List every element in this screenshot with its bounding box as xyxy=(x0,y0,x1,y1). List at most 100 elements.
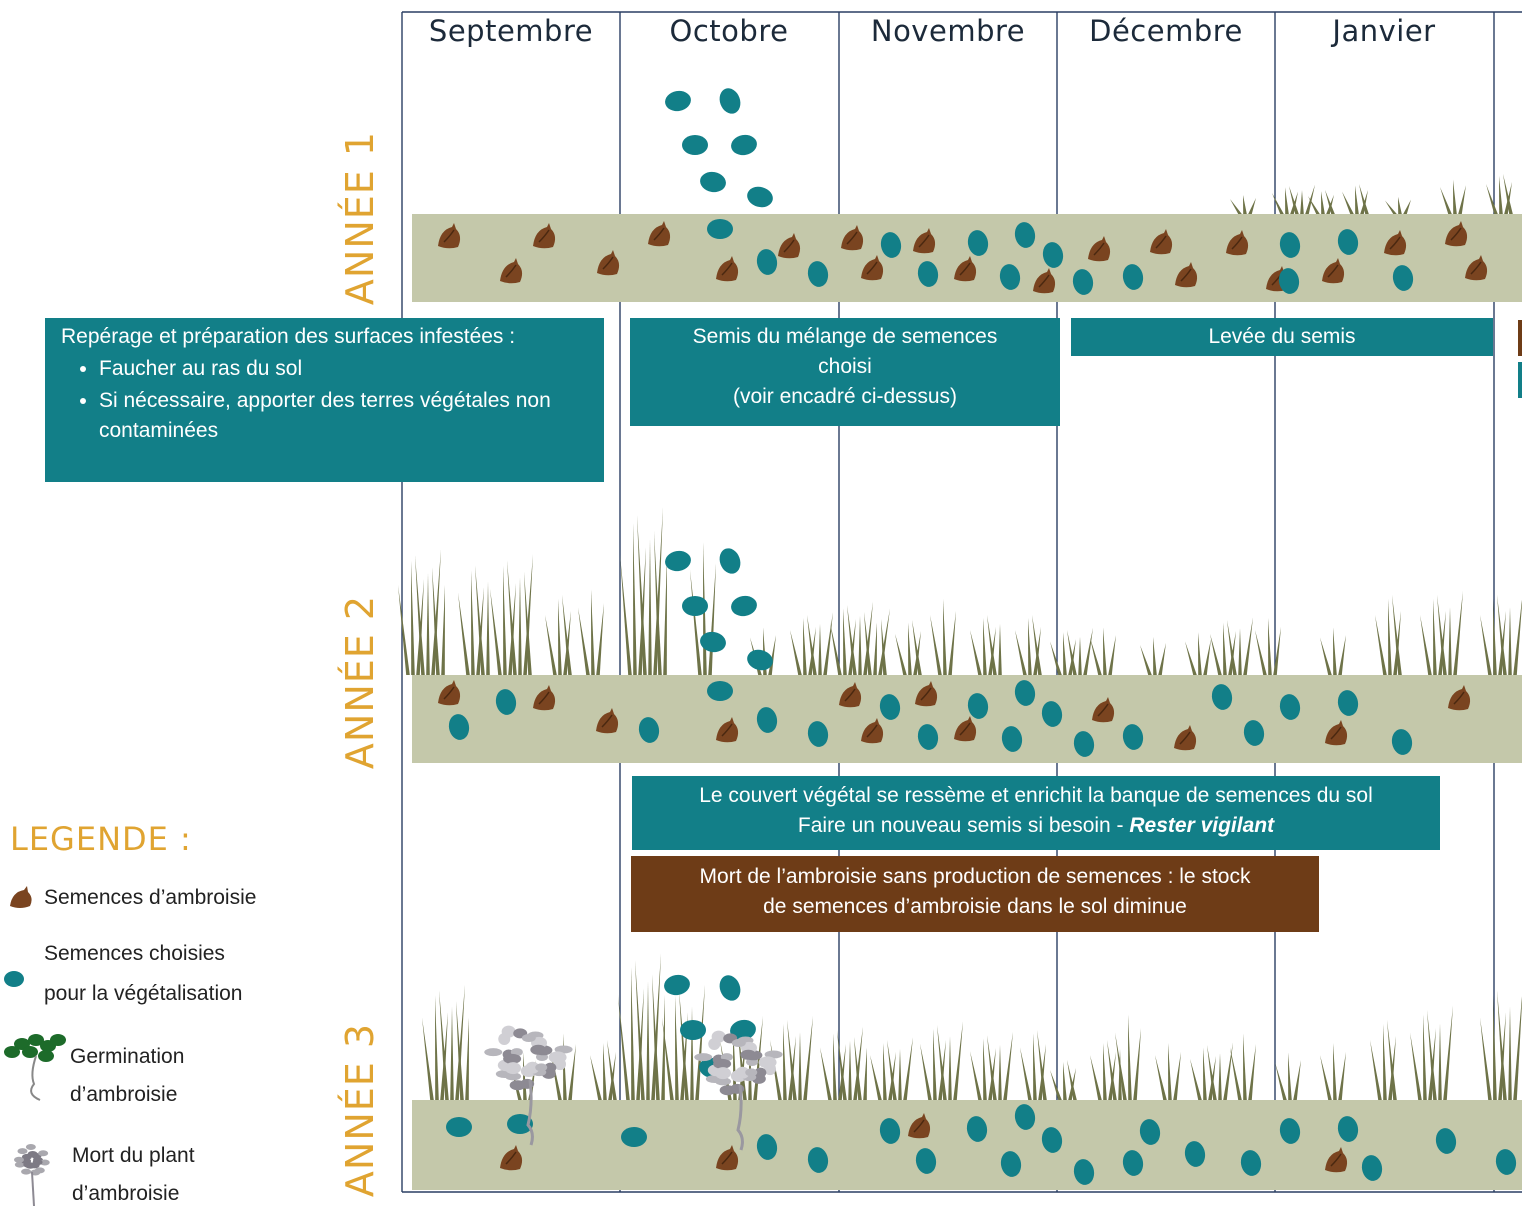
grass-tuft xyxy=(1140,645,1152,675)
chosen-seed xyxy=(1122,264,1144,290)
chosen-seed xyxy=(1014,1104,1036,1130)
legend-dead-plant-2: d’ambroisie xyxy=(72,1182,180,1205)
year-label-3: ANNÉE 3 xyxy=(338,1022,382,1198)
dead-ambrosia-plant xyxy=(694,1030,783,1151)
grass-tuft xyxy=(720,1040,732,1100)
dead-leaf xyxy=(708,1038,721,1051)
grass-tuft xyxy=(1185,641,1197,675)
couvert-line-1: Le couvert végétal se ressème et enrichi… xyxy=(699,784,1373,807)
ambrosia-seed-vein xyxy=(866,724,878,738)
grass-tuft xyxy=(1275,1062,1287,1100)
year-label-2: ANNÉE 2 xyxy=(338,594,382,770)
grass-tuft xyxy=(503,565,507,675)
grass-tuft xyxy=(908,622,912,675)
dead-leaf xyxy=(505,1072,522,1081)
grass-tuft xyxy=(848,1040,852,1100)
grass-tuft xyxy=(1480,1017,1492,1100)
grass-tuft xyxy=(607,1040,617,1100)
dead-leaf xyxy=(740,1049,757,1060)
chosen-seed xyxy=(807,721,829,747)
grass-tuft xyxy=(1383,1024,1387,1100)
chosen-seed xyxy=(1337,229,1359,255)
ambrosia-seed-vein xyxy=(1180,268,1192,282)
grass-tuft xyxy=(431,549,441,675)
grass-tuft xyxy=(1155,1055,1167,1100)
semis-box: Semis du mélange de semences choisi (voi… xyxy=(630,318,1060,426)
grass-tuft xyxy=(833,1033,837,1100)
chosen-seed xyxy=(966,1116,988,1142)
chosen-seed xyxy=(731,134,757,156)
grass-tuft xyxy=(998,1044,1002,1100)
grass-tuft xyxy=(1255,630,1267,675)
grass-tuft xyxy=(1050,641,1062,675)
grass-tuft xyxy=(603,1043,607,1100)
preparation-list: Faucher au ras du sol Si nécessaire, app… xyxy=(61,354,592,446)
dead-leaf xyxy=(754,1067,767,1078)
soil-bands xyxy=(412,214,1522,1190)
grass-tuft xyxy=(1243,1033,1247,1100)
grass-tuft xyxy=(591,589,595,675)
grass-tuft xyxy=(486,581,490,675)
grass-tuft xyxy=(883,1043,887,1100)
grass-tuft xyxy=(663,555,667,675)
grass-tuft xyxy=(1300,190,1304,214)
semis-text: Semis du mélange de semences choisi xyxy=(692,325,998,378)
chosen-seed xyxy=(1073,731,1095,757)
chosen-seed xyxy=(1279,694,1301,720)
grass-tuft xyxy=(1497,595,1507,675)
grass-tuft xyxy=(620,555,632,675)
grass-tuft xyxy=(422,1017,434,1100)
grass-tuft xyxy=(1230,199,1242,214)
ambrosia-seed-vein xyxy=(505,264,517,278)
germination-leaf xyxy=(38,1050,54,1062)
chosen-seed xyxy=(495,689,517,715)
grass-tuft xyxy=(1020,1047,1032,1100)
grass-tuft xyxy=(507,560,517,675)
chosen-seed xyxy=(730,1019,756,1041)
grass-tuft xyxy=(987,615,997,675)
grass-tuft xyxy=(933,1028,937,1100)
preparation-box: Repérage et préparation des surfaces inf… xyxy=(45,318,604,482)
chosen-seed xyxy=(1279,1118,1301,1144)
grass-tuft xyxy=(1375,615,1387,675)
grass-tuft xyxy=(1359,184,1369,214)
grass-tuft xyxy=(803,1016,813,1100)
grass-tuft xyxy=(898,1049,902,1100)
grass-tuft xyxy=(1508,1006,1512,1100)
grass-tuft xyxy=(1083,627,1093,675)
grass-tuft xyxy=(654,531,662,675)
ambrosia-seed-vein xyxy=(1470,261,1482,275)
ambrosia-seed-vein xyxy=(443,686,455,700)
grass-tuft xyxy=(1243,617,1253,675)
grass-tuft xyxy=(1230,1047,1242,1100)
ambrosia-seed-vein xyxy=(1389,236,1401,250)
grass-tuft xyxy=(651,953,661,1100)
grass-tuft xyxy=(858,615,862,675)
legend-dead-plant-icon xyxy=(14,1144,50,1207)
grass-tuft xyxy=(913,631,921,675)
grass-tuft xyxy=(1326,194,1334,214)
grass-tuft xyxy=(787,1020,797,1100)
grass-tuft xyxy=(1115,1032,1127,1100)
ambrosia-seed-vein xyxy=(866,261,878,275)
grass-tuft xyxy=(1032,615,1042,675)
grass-tuft xyxy=(848,619,856,675)
chosen-seed xyxy=(1139,1119,1161,1145)
grass-tuft xyxy=(596,603,604,675)
chosen-seed xyxy=(807,261,829,287)
grass-tuft xyxy=(661,995,665,1100)
chosen-seed xyxy=(1278,268,1300,294)
grass-tuft xyxy=(646,981,650,1100)
ambrosia-seed-vein xyxy=(1093,242,1105,256)
grass-tuft xyxy=(563,1033,567,1100)
grass-tuft xyxy=(518,577,522,675)
grass-tuft xyxy=(415,555,425,675)
dead-leaf xyxy=(714,1067,731,1080)
mort-line-1: Mort de l’ambroisie sans production de s… xyxy=(699,865,1251,888)
grass-tuft xyxy=(1427,1010,1437,1100)
chosen-seed xyxy=(507,1114,533,1134)
grass-tuft xyxy=(1497,990,1507,1100)
dead-leaf xyxy=(21,1168,32,1175)
legend-chosen-seed-icon xyxy=(4,971,24,987)
grass-tuft xyxy=(864,612,872,675)
